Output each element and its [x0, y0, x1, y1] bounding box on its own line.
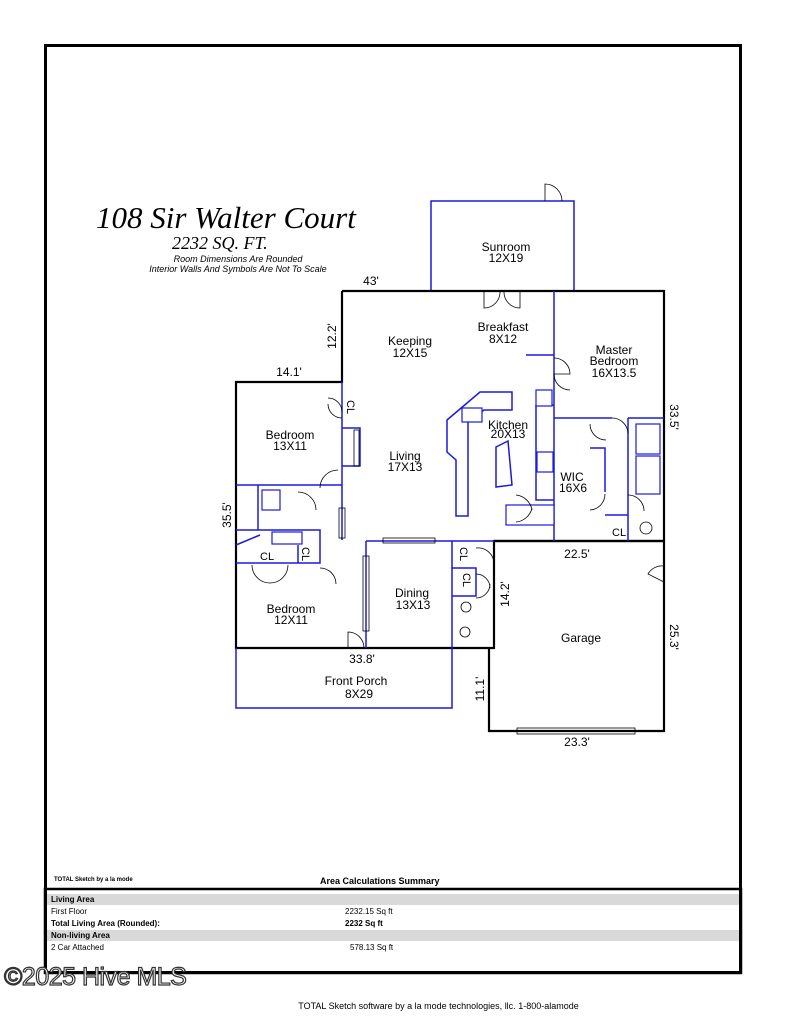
range-icon [536, 451, 554, 473]
closet-label: CL [260, 551, 274, 563]
living-name: Living [389, 449, 420, 463]
kitchen-lower-counter [505, 504, 555, 526]
kitchen-name: Kitchen [488, 418, 528, 432]
closet-label: CL [460, 573, 472, 587]
closet-label: CL [457, 547, 469, 561]
garage-walls [487, 539, 666, 733]
property-address: 108 Sir Walter Court [96, 200, 356, 235]
garage-side-door-icon [647, 565, 665, 583]
tub-icon [635, 455, 661, 495]
living-size: 17X13 [388, 460, 423, 474]
master-bedroom-name-1: Master [596, 343, 633, 357]
summary-title: Area Calculations Summary [320, 876, 440, 886]
dining-size: 13X13 [396, 598, 431, 612]
square-footage: 2232 SQ. FT. [172, 233, 268, 253]
summary-row-non-living: Non-living Area [47, 930, 739, 941]
dim-garage-left-upper: 14.2' [498, 581, 512, 607]
bedroom-1-name: Bedroom [266, 428, 315, 442]
closet-label: CL [299, 547, 311, 561]
sunroom-name: Sunroom [482, 240, 531, 254]
mls-watermark: ©2025 Hive MLS [3, 962, 187, 991]
bedroom-2-size: 12X11 [274, 613, 308, 627]
summary-box [43, 887, 743, 975]
dim-left-main: 35.5' [220, 502, 234, 528]
closet-label: CL [612, 527, 626, 539]
front-porch-name: Front Porch [325, 674, 388, 688]
bedroom-1-size: 13X11 [273, 439, 307, 453]
bedroom-2-name: Bedroom [267, 602, 316, 616]
note-line-1: Room Dimensions Are Rounded [173, 254, 303, 264]
keeping-size: 12X15 [393, 346, 428, 360]
closet-label: CL [344, 400, 356, 414]
dim-garage-left-lower: 11.1' [473, 677, 487, 702]
closet-door-icon [327, 397, 343, 419]
wic-size: 16X6 [559, 481, 587, 495]
keeping-name: Keeping [388, 334, 432, 348]
footer-credit: TOTAL Sketch software by a la mode techn… [298, 1001, 579, 1011]
dim-top: 43' [363, 274, 379, 288]
summary-row-living-area: Living Area [47, 894, 739, 905]
sunroom-size: 12X19 [489, 251, 524, 265]
toilet-icon-2 [639, 521, 653, 535]
breakfast-french-doors-icon [483, 290, 521, 309]
sunroom-door-icon [544, 183, 563, 202]
dim-porch-top: 33.8' [349, 652, 375, 666]
front-porch-size: 8X29 [345, 687, 373, 701]
note-line-2: Interior Walls And Symbols Are Not To Sc… [149, 264, 327, 274]
main-wall-top [342, 289, 666, 541]
summary-row-total: Total Living Area (Rounded): 2232 Sq ft [51, 919, 383, 928]
sunroom-outline [430, 200, 575, 291]
kitchen-sink-icon [461, 407, 483, 423]
shower-icon [635, 423, 661, 455]
front-door-icon [347, 631, 365, 649]
dim-right-main: 33.5' [667, 404, 681, 430]
master-door-icon [553, 357, 571, 391]
breakfast-size: 8X12 [489, 332, 517, 346]
dim-bedroom-top: 14.1' [276, 365, 302, 379]
kitchen-island [495, 439, 513, 488]
breakfast-name: Breakfast [478, 320, 529, 334]
kitchen-size: 20X13 [491, 427, 526, 441]
dining-name: Dining [395, 586, 429, 600]
dim-keeping-left: 12.2' [325, 323, 339, 349]
front-porch-outline [235, 648, 453, 709]
dim-garage-top: 22.5' [564, 547, 590, 561]
master-bedroom-name-2: Bedroom [590, 354, 639, 368]
garage-name: Garage [561, 631, 601, 645]
wic-name: WIC [560, 470, 584, 484]
main-wall-left [234, 291, 452, 650]
garage-door [516, 727, 636, 735]
software-tag: TOTAL Sketch by a la mode [54, 877, 133, 883]
master-bedroom-size: 16X13.5 [592, 366, 637, 380]
dim-garage-bottom: 23.3' [564, 735, 590, 749]
summary-row-garage: 2 Car Attached 578.13 Sq ft [51, 943, 394, 952]
summary-row-first-floor: First Floor 2232.15 Sq ft [51, 907, 393, 916]
vanity-icon [271, 531, 303, 545]
toilet-icon [261, 489, 281, 511]
main-wall-bottom [452, 539, 664, 650]
dim-garage-right: 25.3' [667, 624, 681, 650]
